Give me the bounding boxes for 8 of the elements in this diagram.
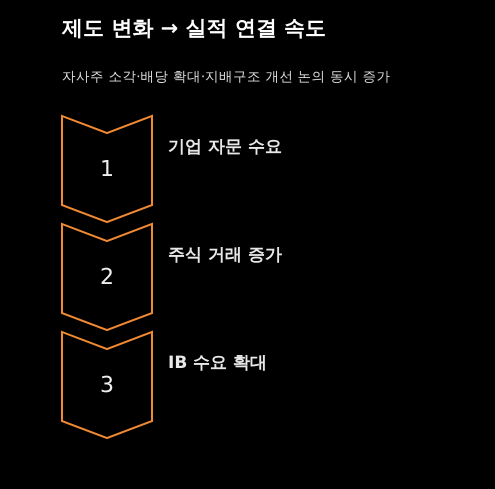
step-number: 2 xyxy=(99,265,115,290)
step-number: 3 xyxy=(99,373,115,398)
step-label: IB 수요 확대 xyxy=(168,352,268,374)
step-label: 주식 거래 증가 xyxy=(168,244,282,266)
subtitle: 자사주 소각·배당 확대·지배구조 개선 논의 동시 증가 xyxy=(62,68,390,86)
step-number: 1 xyxy=(99,157,115,182)
title: 제도 변화 → 실적 연결 속도 xyxy=(62,15,326,42)
step-label: 기업 자문 수요 xyxy=(168,136,282,158)
